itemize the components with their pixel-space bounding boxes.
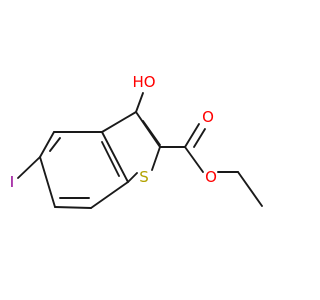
hydroxyl-label: HO xyxy=(132,73,155,91)
bond xyxy=(17,156,41,179)
structure-canvas: HO I S O O xyxy=(10,73,263,209)
bond xyxy=(184,146,204,173)
bond xyxy=(101,141,120,177)
bond xyxy=(101,131,129,183)
bond xyxy=(54,206,92,209)
bond xyxy=(135,92,144,113)
bond xyxy=(184,123,200,148)
bond xyxy=(90,181,129,209)
bond xyxy=(142,120,161,146)
bond xyxy=(151,146,161,171)
bond xyxy=(49,137,61,152)
bond xyxy=(39,156,56,208)
bond xyxy=(237,171,263,207)
ester-oxygen-label: O xyxy=(205,168,217,186)
sulfur-label: S xyxy=(139,168,149,186)
bond xyxy=(127,172,138,183)
bond xyxy=(101,111,137,133)
molecule-diagram: HO I S O O xyxy=(10,73,263,209)
iodine-label: I xyxy=(10,173,14,191)
bond xyxy=(193,128,206,148)
bond xyxy=(39,131,55,158)
carbonyl-oxygen-label: O xyxy=(202,108,214,126)
